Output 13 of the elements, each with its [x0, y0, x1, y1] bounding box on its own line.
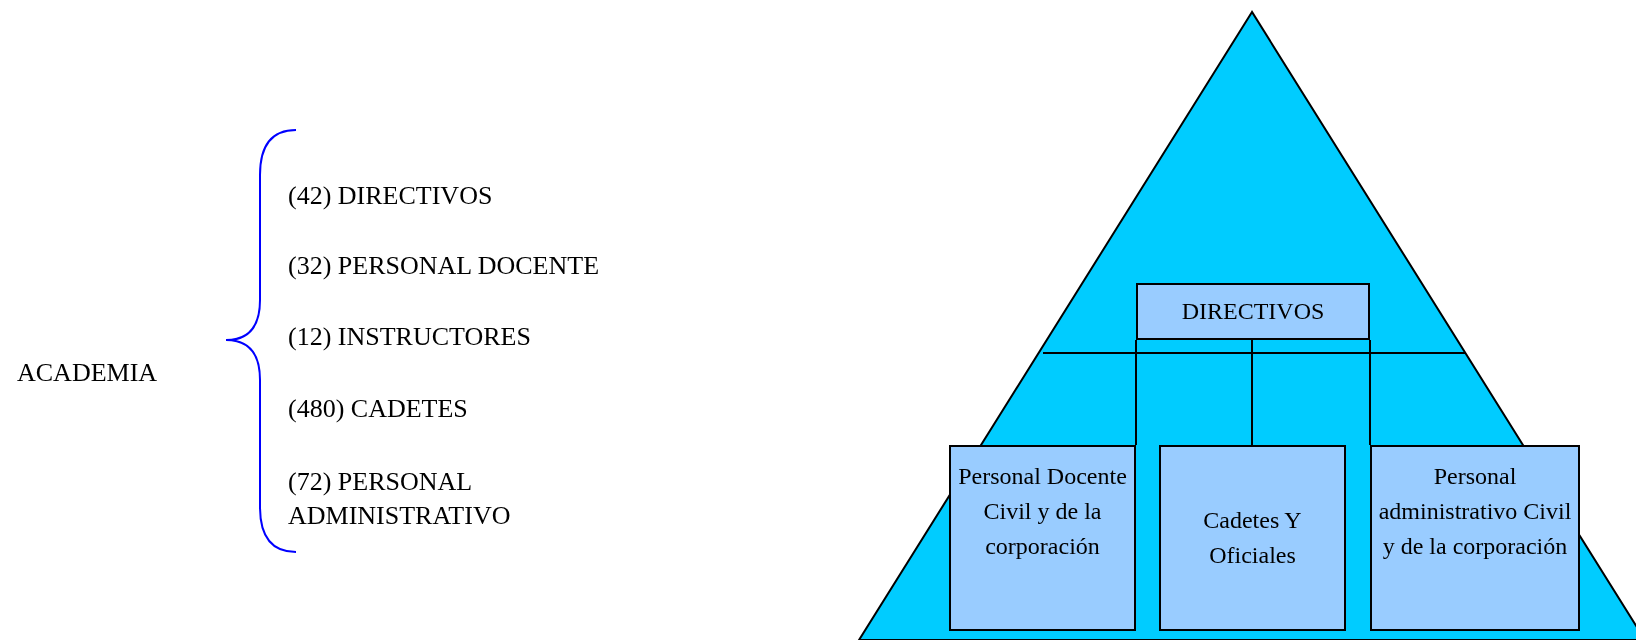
- list-item: (42) DIRECTIVOS: [288, 180, 493, 212]
- org-box: Personal Docente Civil y de la corporación: [949, 445, 1136, 631]
- list-item: (12) INSTRUCTORES: [288, 321, 531, 353]
- list-item: (32) PERSONAL DOCENTE: [288, 250, 600, 282]
- list-item: (72) PERSONAL ADMINISTRATIVO: [288, 466, 512, 532]
- root-label: ACADEMIA: [17, 357, 158, 389]
- connector-line: [1369, 339, 1371, 446]
- org-box: Personal administrativo Civil y de la corporación: [1370, 445, 1580, 631]
- connector-line: [1135, 339, 1137, 446]
- connector-line: [1251, 339, 1253, 446]
- org-box: DIRECTIVOS: [1136, 283, 1370, 340]
- list-item: (480) CADETES: [288, 393, 468, 425]
- org-box: Cadetes Y Oficiales: [1159, 445, 1346, 631]
